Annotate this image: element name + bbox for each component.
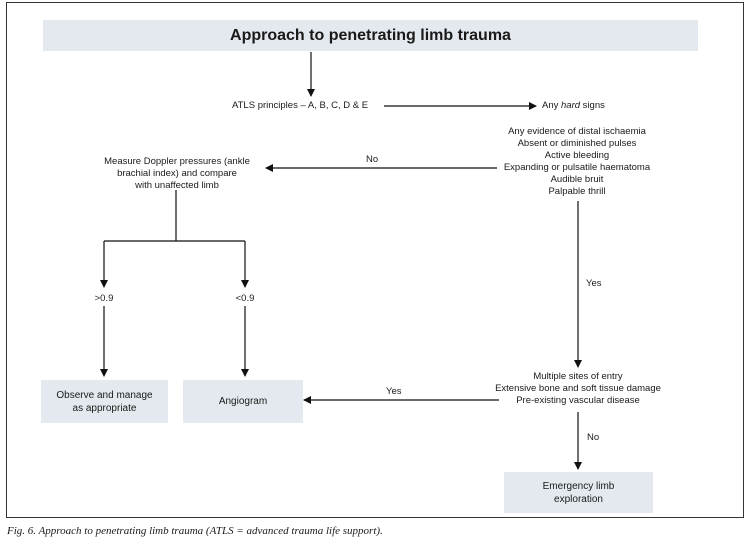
doppler-step: Measure Doppler pressures (ankle brachia… (96, 156, 258, 192)
hard-sign-item: Any evidence of distal ischaemia (508, 126, 646, 137)
abi-less-label: <0.9 (235, 293, 255, 304)
hard-sign-item: Absent or diminished pulses (517, 138, 637, 149)
multiple-line: Pre-existing vascular disease (516, 395, 640, 406)
angiogram-box: Angiogram (183, 380, 303, 423)
hard-sign-item: Active bleeding (544, 150, 610, 161)
yes-label-hard-signs: Yes (586, 278, 602, 289)
doppler-line: Measure Doppler pressures (ankle (104, 156, 250, 167)
emergency-line: exploration (554, 493, 603, 505)
hard-sign-item: Palpable thrill (548, 186, 606, 197)
observe-line: Observe and manage (56, 389, 153, 401)
observe-line: as appropriate (72, 402, 137, 414)
page-title: Approach to penetrating limb trauma (230, 27, 511, 44)
abi-greater-label: >0.9 (94, 293, 114, 304)
title-box: Approach to penetrating limb trauma (43, 20, 698, 51)
figure-caption: Fig. 6. Approach to penetrating limb tra… (7, 525, 383, 537)
atls-principles: ATLS principles – A, B, C, D & E (232, 100, 369, 111)
figure-frame (6, 2, 744, 518)
no-label-hard-signs: No (366, 154, 379, 165)
emergency-box: Emergency limb exploration (504, 472, 653, 513)
hard-signs-prefix: Any (542, 100, 562, 111)
yes-label-multiple: Yes (386, 386, 402, 397)
doppler-line: with unaffected limb (135, 180, 219, 191)
hard-signs-list: Any evidence of distal ischaemia Absent … (496, 126, 658, 198)
hard-signs-suffix: signs (580, 100, 605, 111)
any-hard-signs: Any hard signs (542, 100, 605, 112)
emergency-line: Emergency limb (542, 480, 615, 492)
doppler-line: brachial index) and compare (117, 168, 237, 179)
observe-box: Observe and manage as appropriate (41, 380, 168, 423)
hard-sign-item: Audible bruit (550, 174, 604, 185)
multiple-line: Multiple sites of entry (533, 371, 623, 382)
multiple-line: Extensive bone and soft tissue damage (495, 383, 661, 394)
hard-signs-emph: hard (561, 100, 581, 111)
multiple-sites-step: Multiple sites of entry Extensive bone a… (494, 371, 662, 407)
angiogram-label: Angiogram (218, 396, 268, 407)
hard-sign-item: Expanding or pulsatile haematoma (503, 162, 651, 173)
no-label-multiple: No (587, 432, 600, 443)
